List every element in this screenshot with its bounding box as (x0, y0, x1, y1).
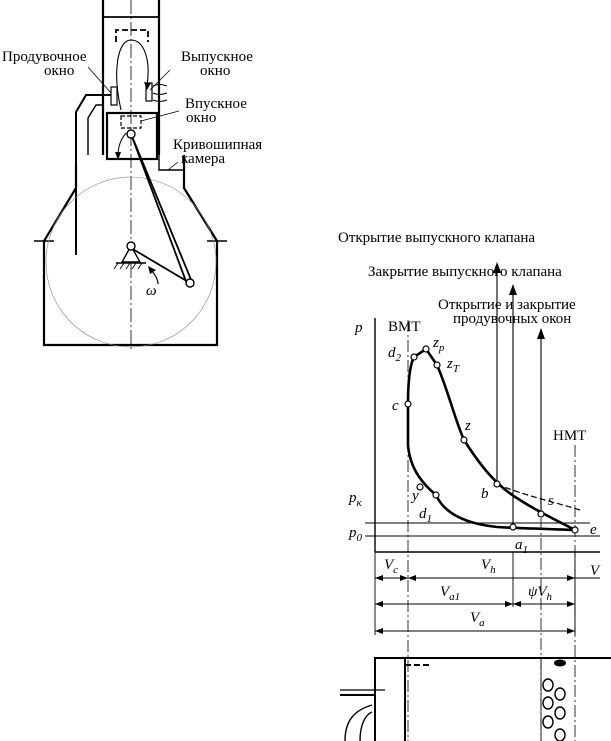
crankcase-label-1: Кривошипная (173, 137, 262, 153)
crankcase-body (42, 155, 219, 347)
intake-port-label-1: Впускное (185, 96, 247, 112)
point-zp: zp (432, 335, 445, 354)
tdc-label: ВМТ (388, 319, 421, 335)
exhaust-port-label-1: Выпускное (181, 49, 253, 65)
pv-diagram (340, 262, 611, 741)
omega-label: ω (146, 283, 157, 299)
crank-pin (185, 278, 195, 288)
pv-labels: Открытие выпускного клапана Закрытие вып… (338, 230, 601, 629)
cycle-curve (406, 347, 576, 532)
intake-port (120, 115, 142, 129)
v-axis-label: V (590, 563, 601, 579)
p-axis-label: p (354, 320, 363, 336)
expansion-dashed (496, 483, 581, 511)
vh-label: Vh (481, 557, 496, 576)
dimension-arrows (375, 575, 575, 634)
engine-labels: Продувочное окно Выпускное окно Впускное… (2, 49, 262, 299)
point-y: y (410, 488, 419, 504)
label-exhaust-close: Закрытие выпускного клапана (368, 264, 562, 280)
label-exhaust-open: Открытие выпускного клапана (338, 230, 535, 246)
bottom-cylinder (340, 657, 611, 741)
wrist-pin (126, 129, 136, 139)
scavenge-port (110, 86, 118, 106)
vc-label: Vc (384, 557, 398, 576)
scavenge-port-label-1: Продувочное (2, 49, 87, 65)
point-s: s (548, 493, 554, 509)
point-d2: d2 (388, 345, 402, 364)
p0-label: p0 (348, 525, 363, 544)
point-zt: zT (446, 356, 460, 375)
point-e: e (590, 522, 597, 538)
va1-label: Va1 (440, 584, 460, 603)
pk-label: pк (348, 490, 363, 509)
point-b: b (481, 486, 489, 502)
point-d1: d1 (419, 506, 432, 525)
point-c: c (392, 398, 399, 414)
crank-arm (130, 247, 191, 284)
engine-sketch (34, 0, 227, 350)
gas-flow-arrow (116, 39, 149, 111)
cycle-points (404, 345, 579, 534)
scavenge-port-label-2: окно (44, 63, 74, 79)
intake-port-label-2: окно (186, 110, 216, 126)
main-bearing (120, 244, 142, 263)
label-scavenge-1: Открытие и закрытие (438, 297, 576, 313)
point-z: z (464, 418, 471, 434)
exhaust-port-label-2: окно (200, 63, 230, 79)
exhaust-port (145, 82, 153, 102)
va-label: Va (470, 610, 485, 629)
piston (105, 111, 159, 161)
label-scavenge-2: продувочных окон (453, 311, 571, 327)
flywheel-circle (45, 176, 217, 348)
psi-vh-label: ψVh (528, 584, 552, 603)
exhaust-valve (115, 29, 149, 42)
point-a1: a1 (515, 537, 528, 556)
crankcase-label-2: камера (181, 151, 225, 167)
bdc-label: НМТ (553, 428, 586, 444)
